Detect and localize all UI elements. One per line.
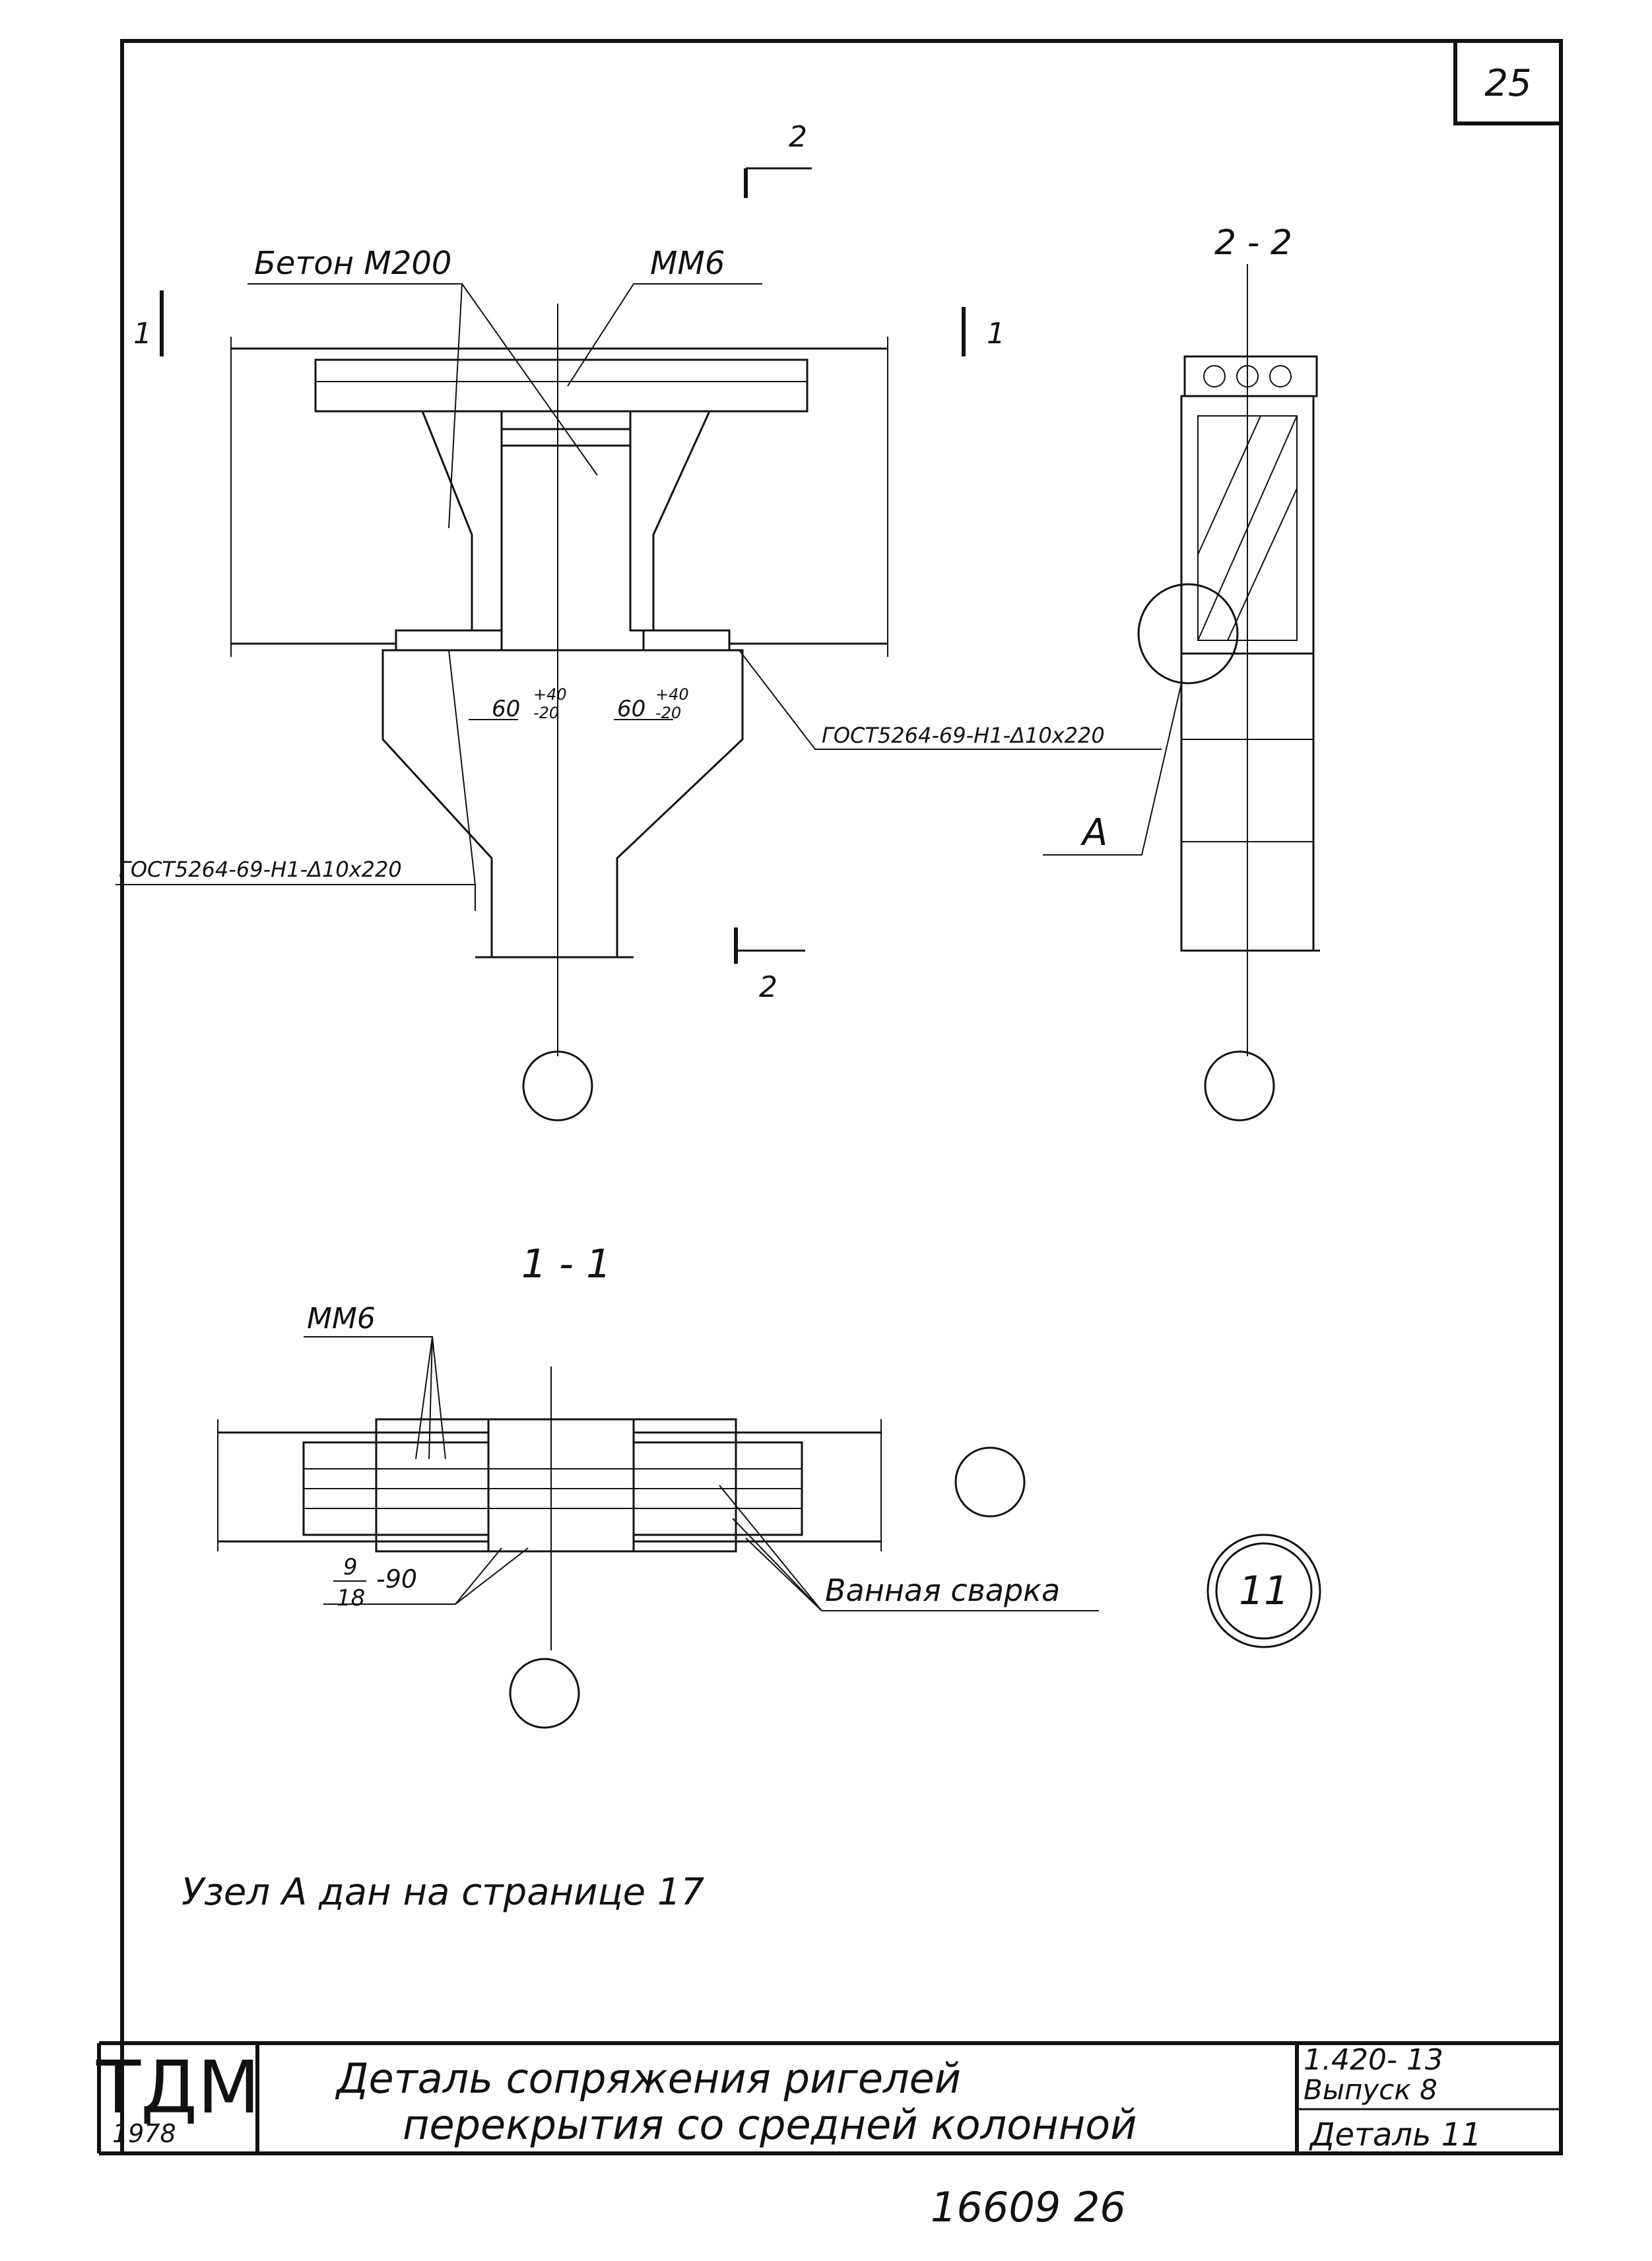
- svg-text:-20: -20: [533, 704, 559, 722]
- svg-text:+40: +40: [533, 685, 567, 704]
- section-1-1-view: 1 - 1 ММ6 9 18 -90 Ванная сварка: [217, 1241, 1099, 1729]
- svg-text:9: 9: [343, 1554, 358, 1580]
- section-1-1-axis-marker-bottom: [509, 1658, 580, 1729]
- right-bearing-pad: [642, 629, 731, 652]
- svg-text:1: 1: [133, 317, 152, 351]
- node-a-callout: [1137, 583, 1239, 685]
- svg-text:+40: +40: [655, 685, 689, 704]
- issue-number: Выпуск 8: [1304, 2074, 1437, 2106]
- page-number: 25: [1484, 62, 1531, 105]
- node-a-label: А: [1080, 811, 1107, 854]
- sheet-frame: [120, 39, 1563, 2155]
- detail-marker: 11: [1206, 1534, 1321, 1648]
- left-bearing-pad: [395, 629, 503, 652]
- svg-text:11: 11: [1239, 1568, 1289, 1614]
- node-a-reference-note: Узел А дан на странице 17: [182, 1871, 705, 1914]
- section-cut-2-bottom: 2: [734, 928, 805, 1004]
- svg-text:18: 18: [337, 1585, 365, 1611]
- organization-logo: ТДМ: [96, 2045, 260, 2130]
- page-number-box: 25: [1453, 39, 1563, 125]
- column-axis-marker: [522, 1050, 593, 1122]
- drawing-year: 1978: [112, 2119, 176, 2148]
- section-1-1-plate-label: ММ6: [307, 1302, 376, 1335]
- series-number: 1.420- 13: [1304, 2043, 1443, 2077]
- detail-number: Деталь 11: [1309, 2116, 1482, 2153]
- section-1-1-title: 1 - 1: [521, 1241, 611, 1287]
- main-elevation-view: 2 2 1 1 Бетон М200 ММ6 60 +40 -20 60 +40: [116, 120, 1162, 1122]
- bath-weld-label: Ванная сварка: [825, 1572, 1060, 1608]
- plate-mark-label: ММ6: [650, 245, 725, 282]
- svg-text:-20: -20: [655, 704, 681, 722]
- section-cut-1-left: 1: [133, 290, 164, 356]
- section-cut-2-top: 2: [744, 120, 812, 198]
- weld-spec-left: ГОСТ5264-69-Н1-Δ10х220: [119, 857, 402, 882]
- gap-left-dimension: 60: [492, 696, 520, 722]
- gap-right-dimension: 60: [617, 696, 645, 722]
- left-concrete-rib: [420, 410, 503, 632]
- section-2-2-title: 2 - 2: [1214, 223, 1292, 263]
- weld-spec-right: ГОСТ5264-69-Н1-Δ10х220: [822, 723, 1105, 748]
- section-1-1-column: [487, 1418, 635, 1553]
- svg-text:2: 2: [789, 120, 807, 154]
- right-concrete-rib: [629, 410, 711, 632]
- svg-text:2: 2: [759, 970, 777, 1004]
- slab-band: [314, 358, 809, 413]
- drawing-title-line1: Деталь сопряжения ригелей: [335, 2054, 961, 2103]
- section-1-1-fraction-suffix: -90: [376, 1565, 417, 1594]
- section-2-2-axis-marker: [1204, 1050, 1275, 1122]
- concrete-grade-label: Бетон М200: [254, 245, 451, 282]
- title-block: ТДМ 1978 Деталь сопряжения ригелей перек…: [96, 2041, 1561, 2155]
- svg-text:1: 1: [987, 317, 1005, 351]
- section-2-2-view: 2 - 2 А: [1043, 223, 1320, 1122]
- drawing-title-line2: перекрытия со средней колонной: [403, 2101, 1137, 2149]
- archive-number: 16609 26: [931, 2183, 1126, 2231]
- section-1-1-axis-marker-right: [954, 1446, 1026, 1518]
- section-cut-1-right: 1: [962, 307, 1005, 356]
